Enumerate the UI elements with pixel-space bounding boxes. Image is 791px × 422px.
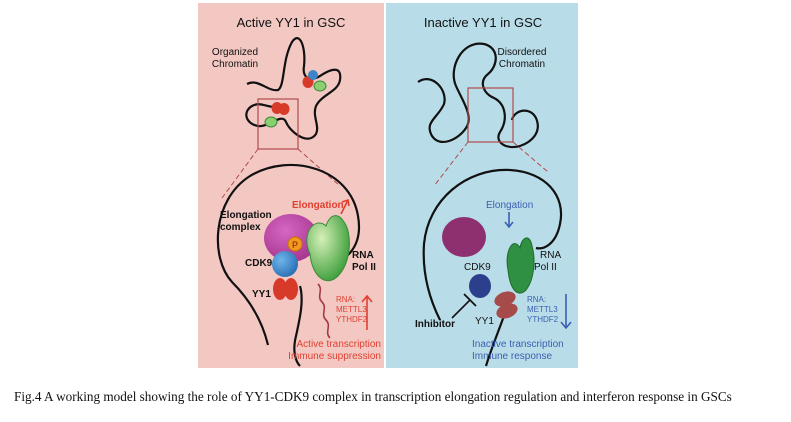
active-phosphorylation-label: P [292, 240, 298, 250]
inactive-cdk9-label: CDK9 [464, 262, 491, 273]
active-elongation-complex-label-line1: Elongation [220, 210, 272, 221]
active-chromatin-blue-protein [308, 70, 318, 80]
inactive-elongation-label: Elongation [486, 200, 533, 211]
inactive-zoom-line-left [433, 141, 469, 187]
inactive-pol-ii-label-line1: RNA [540, 250, 561, 261]
active-zoom-box [257, 98, 299, 150]
inactive-rna-label-line2: METTL3 [527, 305, 558, 314]
active-chromatin-red-protein-2 [278, 103, 290, 115]
inactive-outcome-line1: Inactive transcription [472, 339, 564, 350]
inactive-rna-pol-ii [506, 237, 535, 294]
inactive-elongation-complex [442, 217, 486, 257]
inactive-panel-title: Inactive YY1 in GSC [424, 15, 542, 30]
active-rna-label-line1: RNA: [336, 295, 355, 304]
active-elongation-complex-label-line2: complex [220, 222, 261, 233]
active-chromatin-label-line1: Organized [212, 47, 258, 58]
active-zoom-line-left [221, 148, 259, 199]
inactive-yy1-lower [496, 303, 518, 319]
figure-caption: Fig.4 A working model showing the role o… [14, 389, 732, 404]
active-chromatin-green-protein-2 [313, 80, 327, 92]
active-pol-ii-label-line1: RNA [352, 250, 374, 261]
inactive-pol-ii-label-line2: Pol II [534, 262, 557, 273]
inactive-disordered-chromatin-strand [417, 42, 539, 149]
active-chromatin-label-line2: Chromatin [212, 59, 258, 70]
inactive-yy1-label: YY1 [475, 316, 494, 327]
active-rna-label-line3: YTHDF2 [336, 315, 368, 324]
active-rna-label-line2: METTL3 [336, 305, 367, 314]
inactive-elongation-arrowhead [504, 221, 514, 229]
inactive-inhibitor-line [451, 299, 471, 319]
active-elongation-arrowhead [341, 198, 350, 207]
active-outcome-line2: Immune suppression [288, 351, 381, 362]
inactive-rna-label-line3: YTHDF2 [527, 315, 559, 324]
active-outcome-line1: Active transcription [297, 339, 381, 350]
inactive-rna-down-arrowhead [560, 321, 572, 330]
inactive-rna-label-line1: RNA: [527, 295, 546, 304]
active-elongation-label: Elongation [292, 200, 344, 211]
inactive-zoom-box [467, 87, 514, 143]
inactive-inhibitor-bar [463, 293, 477, 307]
active-organized-chromatin-strand [245, 37, 342, 140]
inactive-chromatin-label-line2: Chromatin [499, 59, 545, 70]
inactive-yy1-upper [494, 291, 516, 307]
inactive-cdk9 [469, 274, 491, 298]
inactive-chromatin-label-line1: Disordered [498, 47, 547, 58]
active-yy1-right [284, 278, 298, 300]
active-chromatin-green-protein-1 [264, 116, 278, 128]
active-phosphorylation-marker [287, 236, 303, 252]
active-panel-title: Active YY1 in GSC [237, 15, 346, 30]
active-cdk9 [272, 251, 298, 277]
inactive-inhibitor-label: Inhibitor [415, 319, 455, 330]
active-zoomed-dna-loop [216, 163, 361, 367]
active-yy1-label: YY1 [252, 289, 271, 300]
active-pol-ii-label-line2: Pol II [352, 262, 376, 273]
active-rna-up-arrowhead [361, 294, 373, 303]
active-rna-pol-ii [306, 215, 350, 282]
active-panel-background [198, 3, 384, 368]
inactive-outcome-line2: Immune response [472, 351, 552, 362]
active-cdk9-label: CDK9 [245, 258, 273, 269]
active-zoom-line-right [297, 148, 341, 187]
active-yy1-left [273, 278, 287, 300]
inactive-panel-background [386, 3, 578, 368]
active-rna-transcript [317, 283, 331, 339]
active-elongation-up-arrow [340, 199, 349, 215]
